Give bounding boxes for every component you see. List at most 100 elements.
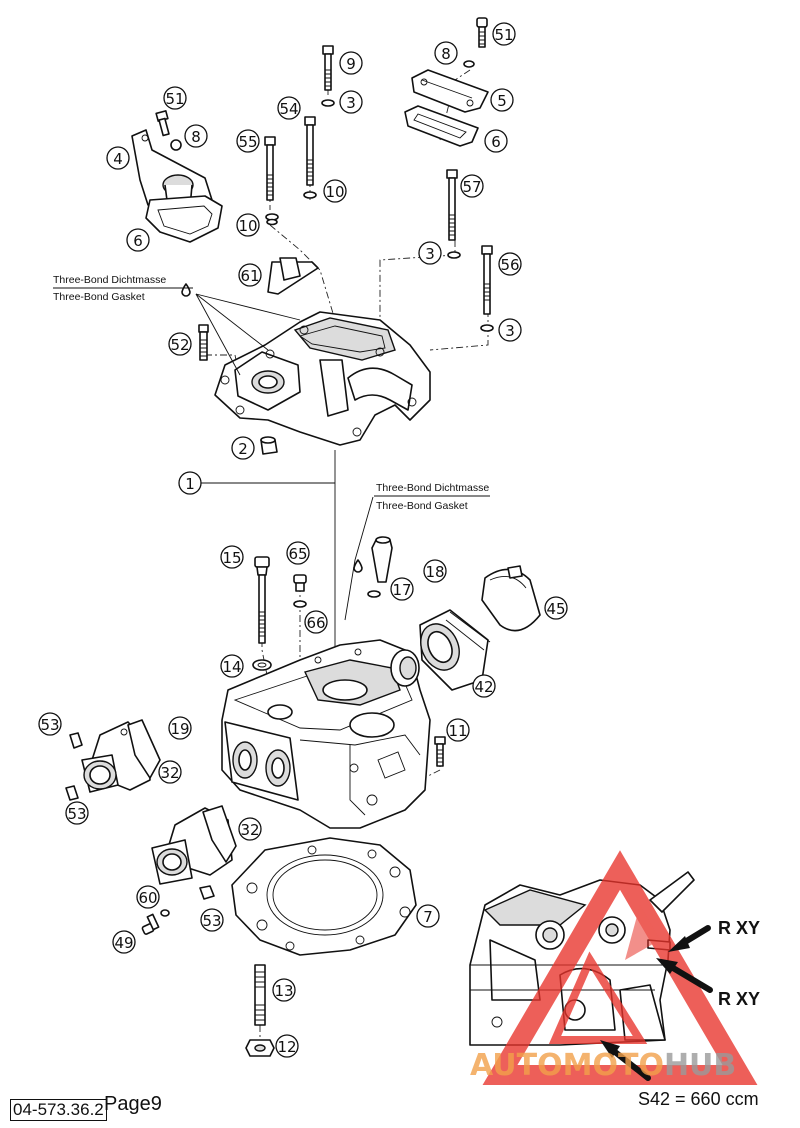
cover-plate-5-icon [411, 69, 489, 113]
part-callout-54: 54 [277, 96, 301, 120]
part-callout-60: 60 [136, 885, 160, 909]
leaders [192, 293, 374, 621]
part-callout-3: 3 [498, 318, 522, 342]
part-callout-53: 53 [38, 712, 62, 736]
part-number: 13 [274, 982, 293, 1000]
bracket-61-icon [267, 257, 319, 295]
washer-14-icon [252, 659, 272, 671]
part-number: 19 [170, 720, 189, 738]
part-number: 56 [500, 256, 519, 274]
part-callout-6: 6 [126, 228, 150, 252]
part-callout-61: 61 [238, 263, 262, 287]
part-callout-57: 57 [460, 174, 484, 198]
watermark-part-hub: HUB [664, 1048, 736, 1083]
part-callout-49: 49 [112, 930, 136, 954]
part-number: 8 [191, 128, 201, 146]
part-callout-2: 2 [231, 436, 255, 460]
part-number: 8 [441, 45, 451, 63]
part-callout-12: 12 [275, 1034, 299, 1058]
gasket-note-2-de: Three-Bond Dichtmasse [376, 482, 489, 494]
part-callout-52: 52 [168, 332, 192, 356]
watermark-part-auto: AUTO [470, 1048, 563, 1083]
part-callout-32: 32 [158, 760, 182, 784]
part-number: 7 [423, 908, 433, 926]
part-number: 6 [491, 133, 501, 151]
gasket-note-2-en: Three-Bond Gasket [376, 500, 468, 512]
plug-65-icon [293, 574, 307, 592]
page-label: Page9 [104, 1093, 162, 1115]
part-callout-8: 8 [184, 124, 208, 148]
nut-12-icon [245, 1039, 275, 1057]
gasket-6-top-icon [404, 105, 479, 147]
part-number: 53 [40, 716, 59, 734]
part-callout-4: 4 [106, 146, 130, 170]
part-number: 17 [392, 581, 411, 599]
part-number: 9 [346, 55, 356, 73]
part-number: 32 [240, 821, 259, 839]
part-number: 57 [462, 178, 481, 196]
bolt-54-icon [304, 116, 316, 186]
part-number: 6 [133, 232, 143, 250]
cylinder-head-icon [221, 639, 431, 829]
bolt-57-icon [446, 169, 458, 241]
part-number: 55 [238, 133, 257, 151]
watermark-text: AUTOMOTOHUB [470, 1048, 736, 1083]
bolt-51-left-icon [155, 110, 170, 137]
part-callout-42: 42 [472, 674, 496, 698]
part-callout-10: 10 [236, 213, 260, 237]
document-number: 04-573.36.2 [10, 1099, 107, 1121]
part-callout-18: 18 [423, 559, 447, 583]
part-callout-51: 51 [492, 22, 516, 46]
watermark-part-moto: MOTO [563, 1048, 664, 1083]
part-number: 53 [67, 805, 86, 823]
head-gasket-7-icon [231, 837, 417, 956]
part-number: 51 [165, 90, 184, 108]
part-number: 51 [494, 26, 513, 44]
part-callout-1: 1 [178, 471, 202, 495]
valve-cover-icon [214, 311, 431, 446]
bolt-52-icon [198, 324, 209, 361]
part-number: 42 [474, 678, 493, 696]
part-number: 53 [202, 912, 221, 930]
part-callout-3: 3 [418, 241, 442, 265]
nut-2-icon [260, 436, 278, 455]
part-callout-53: 53 [65, 801, 89, 825]
part-callout-5: 5 [490, 88, 514, 112]
inset-label-1: R XY [718, 918, 760, 938]
part-callout-15: 15 [220, 545, 244, 569]
part-number: 32 [160, 764, 179, 782]
part-callout-11: 11 [446, 718, 470, 742]
part-number: 3 [505, 322, 515, 340]
part-number: 49 [114, 934, 133, 952]
part-number: 18 [425, 563, 444, 581]
gasket-6-left-icon [145, 195, 223, 243]
inset-note: S42 = 660 ccm [638, 1089, 759, 1109]
part-number: 14 [222, 658, 241, 676]
screw-11-icon [434, 736, 446, 767]
part-callout-65: 65 [286, 541, 310, 565]
part-callout-6: 6 [484, 129, 508, 153]
part-number: 52 [170, 336, 189, 354]
part-callout-3: 3 [339, 90, 363, 114]
part-number: 54 [279, 100, 298, 118]
part-number: 65 [288, 545, 307, 563]
part-number: 11 [448, 722, 467, 740]
inset-arrows [600, 925, 713, 1081]
part-callout-53: 53 [200, 908, 224, 932]
part-callout-13: 13 [272, 978, 296, 1002]
part-number: 3 [425, 245, 435, 263]
part-callout-55: 55 [236, 129, 260, 153]
head-bolt-15-icon [254, 556, 270, 644]
bolt-51-top-icon [476, 17, 488, 48]
part-number: 4 [113, 150, 123, 168]
bolt-55-icon [264, 136, 276, 201]
part-callout-7: 7 [416, 904, 440, 928]
top-hardware [131, 17, 494, 361]
part-callout-8: 8 [434, 41, 458, 65]
part-callout-19: 19 [168, 716, 192, 740]
part-number: 15 [222, 549, 241, 567]
part-callout-9: 9 [339, 51, 363, 75]
part-number: 60 [138, 889, 157, 907]
part-callout-45: 45 [544, 596, 568, 620]
